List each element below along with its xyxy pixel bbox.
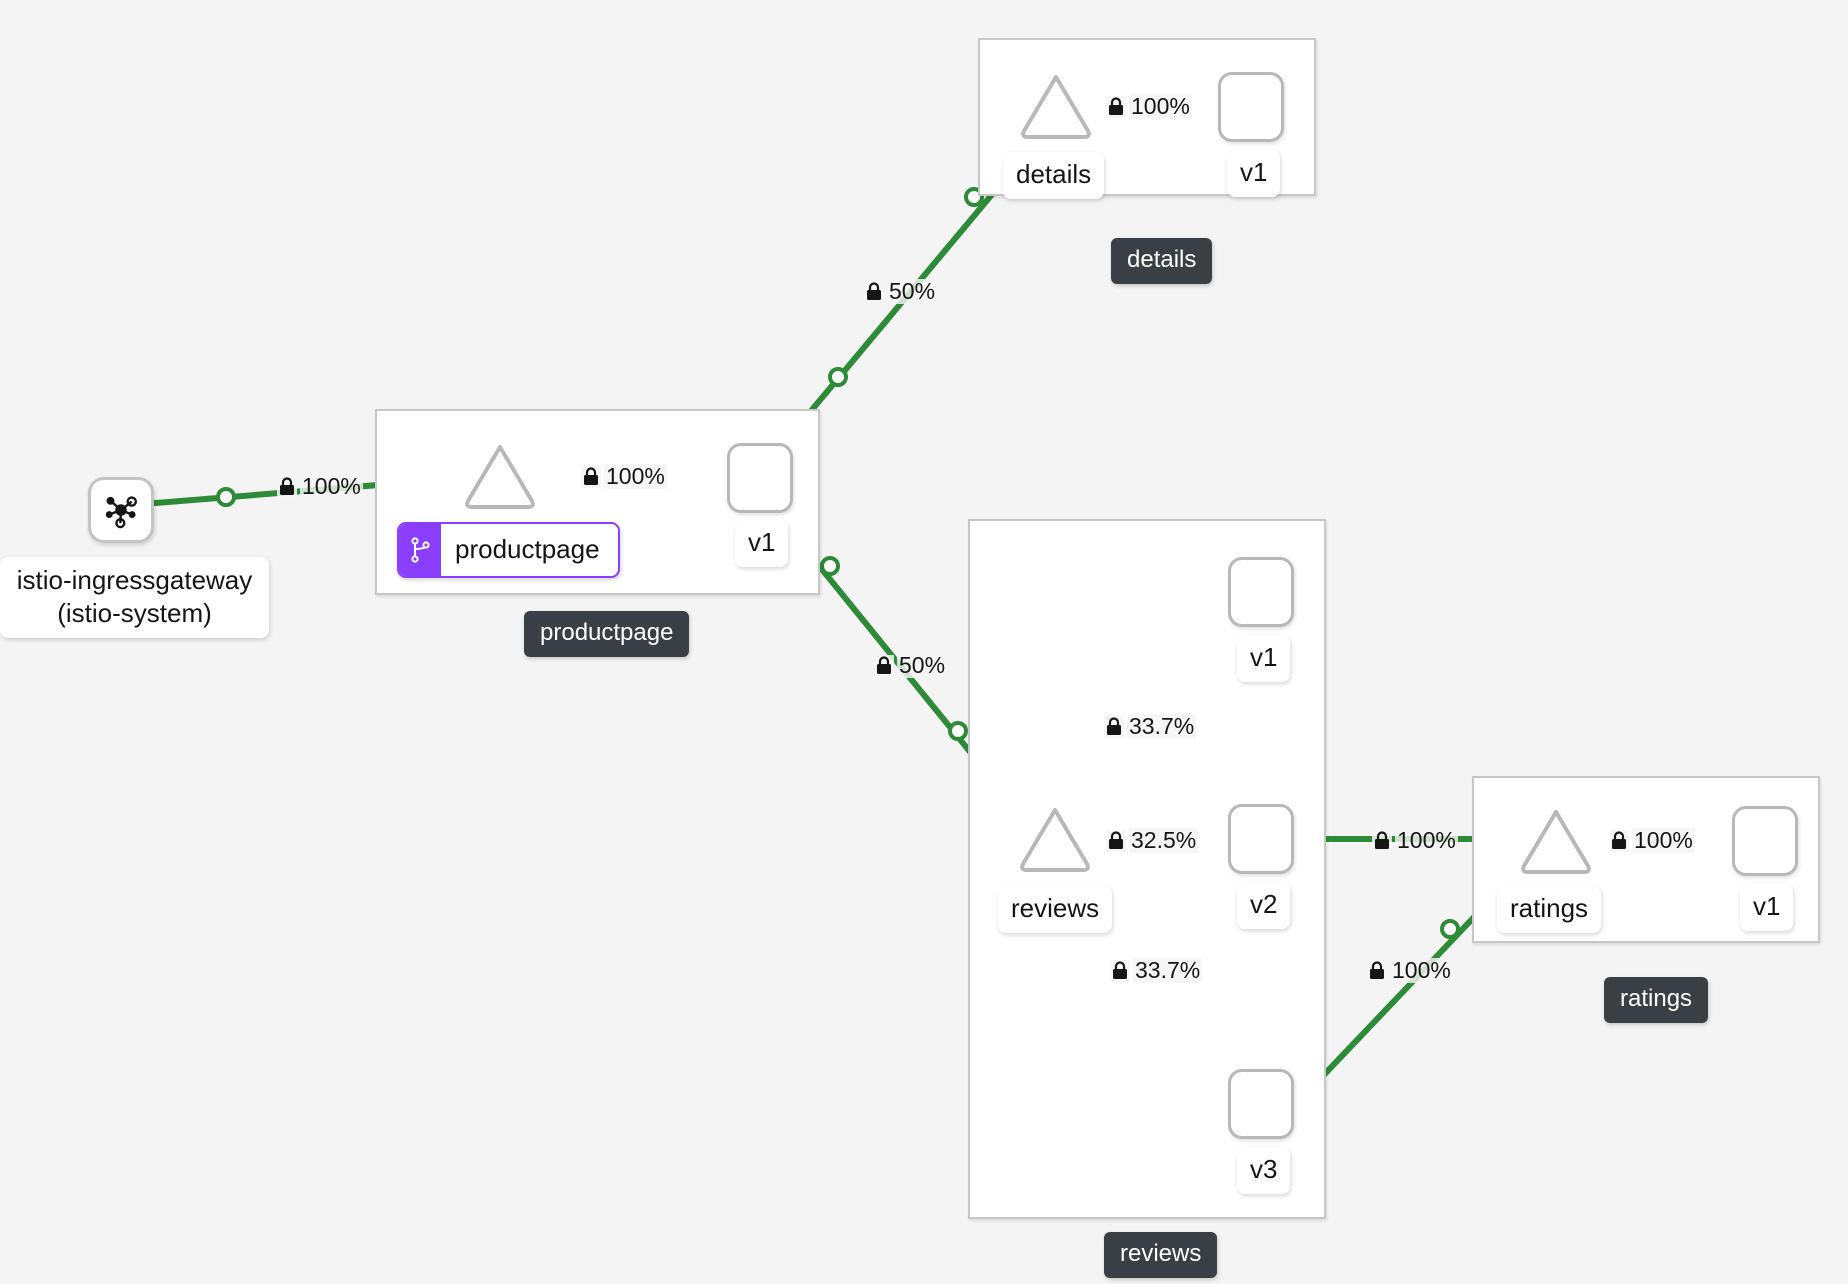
node-label-details-v1: v1 xyxy=(1227,150,1281,197)
node-ratings-v1[interactable] xyxy=(1732,806,1798,876)
node-label-istio-ingressgateway: istio-ingressgateway (istio-system) xyxy=(0,557,269,638)
node-label-details-service: details xyxy=(1003,152,1105,199)
node-ratings-service[interactable] xyxy=(1518,805,1594,877)
edge-rate: 100% xyxy=(1632,827,1695,853)
group-caption-details[interactable]: details xyxy=(1111,238,1213,284)
edge-label-gw-to-productpage: 100% xyxy=(277,474,363,499)
ingressgateway-name: istio-ingressgateway xyxy=(16,565,253,595)
node-productpage-v1[interactable] xyxy=(727,443,793,513)
lock-icon xyxy=(864,280,884,303)
node-label-reviews-service: reviews xyxy=(998,886,1113,933)
edge-handle[interactable] xyxy=(948,721,968,741)
group-caption-ratings[interactable]: ratings xyxy=(1604,977,1709,1023)
node-reviews-v3[interactable] xyxy=(1228,1069,1294,1139)
node-details-v1[interactable] xyxy=(1218,72,1284,142)
edge-rate: 32.5% xyxy=(1129,827,1199,853)
node-label-reviews-v3: v3 xyxy=(1237,1147,1291,1194)
lock-icon xyxy=(1367,959,1387,982)
lock-icon xyxy=(581,465,601,488)
edge-label-reviews-svc-to-v1: 33.7% xyxy=(1104,713,1197,739)
edge-label-productpage-v1-details: 50% xyxy=(864,278,938,304)
edge-label-reviews-svc-to-v3: 33.7% xyxy=(1110,957,1203,983)
lock-icon xyxy=(1372,829,1392,852)
edge-label-reviews-v3-to-ratings: 100% xyxy=(1367,958,1453,983)
node-reviews-v1[interactable] xyxy=(1228,557,1294,627)
node-label-reviews-v2: v2 xyxy=(1237,882,1291,929)
workload-branch-icon xyxy=(399,524,441,576)
lock-icon xyxy=(1106,95,1126,118)
edge-label-details-svc-to-v1: 100% xyxy=(1106,94,1192,119)
node-label-productpage-v1: v1 xyxy=(735,520,789,567)
group-caption-productpage[interactable]: productpage xyxy=(524,611,690,657)
edge-handle[interactable] xyxy=(1440,919,1460,939)
lock-icon xyxy=(1104,715,1124,738)
edge-rate: 100% xyxy=(1129,93,1192,119)
edge-rate: 50% xyxy=(897,652,948,678)
edge-handle[interactable] xyxy=(216,487,236,507)
edge-rate: 100% xyxy=(604,463,667,489)
edge-handle[interactable] xyxy=(820,556,840,576)
node-label-ratings-v1: v1 xyxy=(1740,884,1794,931)
edge-rate: 33.7% xyxy=(1127,713,1197,739)
lock-icon xyxy=(1106,829,1126,852)
node-label-ratings-service: ratings xyxy=(1497,886,1602,933)
lock-icon xyxy=(277,475,297,498)
node-reviews-v2[interactable] xyxy=(1228,804,1294,874)
edge-rate: 100% xyxy=(300,473,363,499)
edge-label-productpage-v1-reviews: 50% xyxy=(874,652,948,678)
node-productpage-service[interactable] xyxy=(462,440,538,512)
edge-rate: 100% xyxy=(1395,827,1458,853)
edge-label-productpage-svc-to-v1: 100% xyxy=(581,464,667,489)
edge-rate: 50% xyxy=(887,278,938,304)
node-istio-ingressgateway[interactable] xyxy=(88,477,154,543)
node-reviews-service[interactable] xyxy=(1017,803,1093,875)
node-label-productpage-service: productpage xyxy=(455,534,600,564)
edge-label-reviews-svc-to-v2: 32.5% xyxy=(1106,827,1199,853)
edge-handle[interactable] xyxy=(828,367,848,387)
edge-rate: 100% xyxy=(1390,957,1453,983)
edge-label-ratings-svc-to-v1: 100% xyxy=(1609,828,1695,853)
mesh-icon xyxy=(105,496,138,529)
edge-label-reviews-v2-to-ratings: 100% xyxy=(1372,828,1458,853)
node-details-service[interactable] xyxy=(1018,70,1094,142)
group-caption-reviews[interactable]: reviews xyxy=(1104,1232,1218,1278)
lock-icon xyxy=(1609,829,1629,852)
node-label-reviews-v1: v1 xyxy=(1237,635,1291,682)
ingressgateway-namespace: (istio-system) xyxy=(57,597,212,628)
lock-icon xyxy=(1110,959,1130,982)
lock-icon xyxy=(874,654,894,677)
node-badge-productpage[interactable]: productpage xyxy=(397,522,620,578)
edge-rate: 33.7% xyxy=(1133,957,1203,983)
